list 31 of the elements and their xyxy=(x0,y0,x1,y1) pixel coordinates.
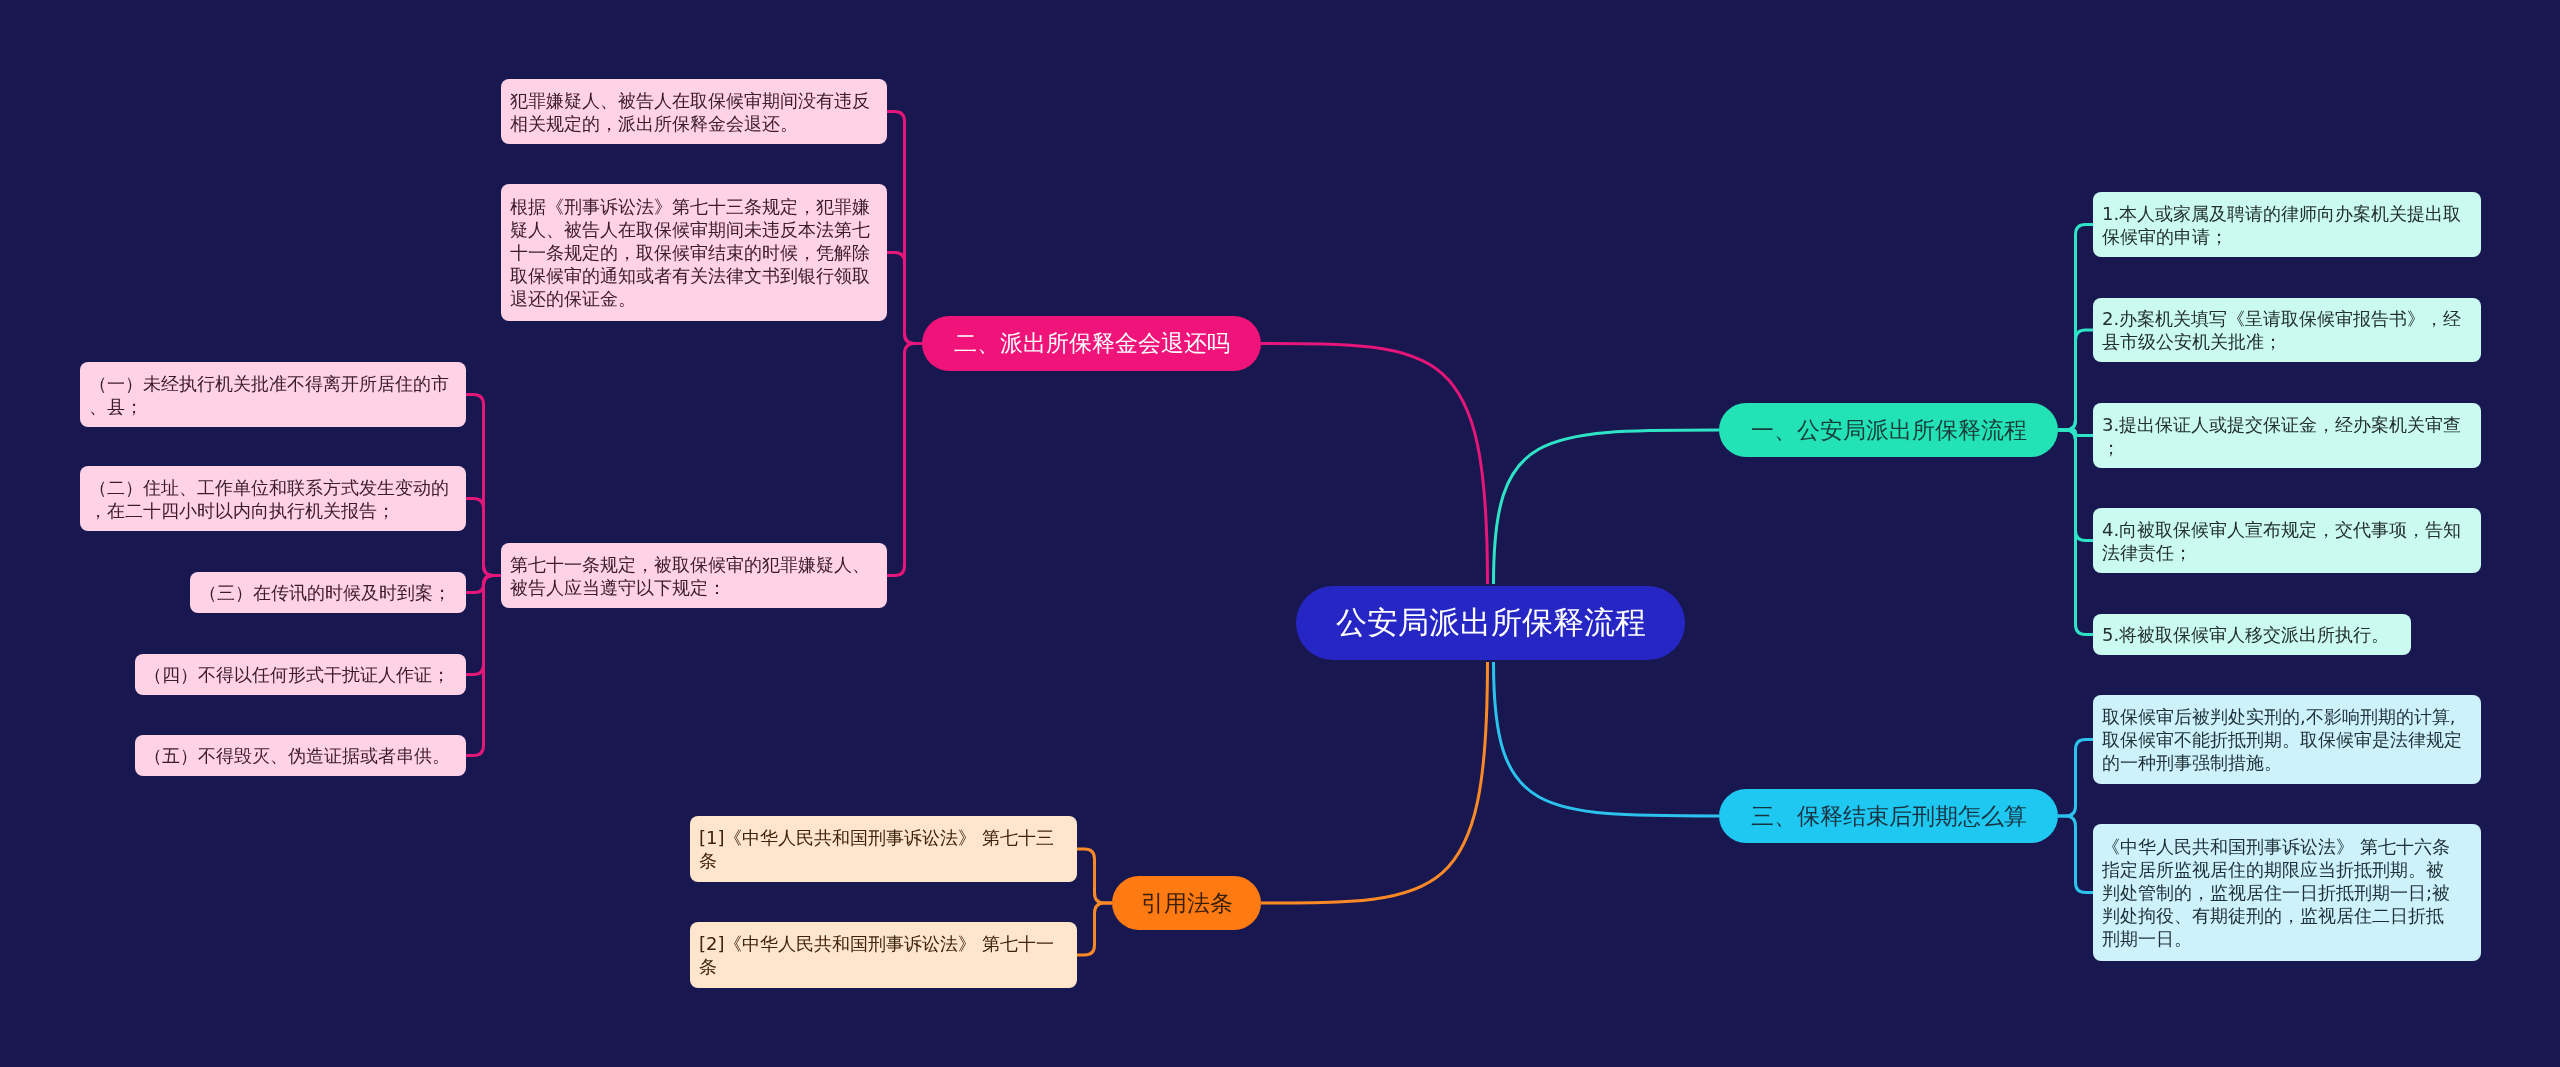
text-box: （五）不得毁灭、伪造证据或者串供。 xyxy=(135,735,466,776)
connector-line xyxy=(1492,661,1719,818)
connector-line xyxy=(1261,342,1489,585)
text-box: 2.办案机关填写《呈请取保候审报告书》，经县市级公安机关批准； xyxy=(2093,298,2481,362)
connector-line xyxy=(466,574,501,757)
text-box: 取保候审后被判处实刑的,不影响刑期的计算,取保候审不能折抵刑期。取保候审是法律规定的一种刑事强制措施。 xyxy=(2093,695,2481,784)
text-box: （二）住址、工作单位和联系方式发生变动的，在二十四小时以内向执行机关报告； xyxy=(80,466,466,531)
topic-pill: 引用法条 xyxy=(1112,876,1261,930)
topic-pill: 三、保释结束后刑期怎么算 xyxy=(1719,789,2058,843)
text-box: （三）在传讯的时候及时到案； xyxy=(190,572,466,613)
text-box: [2]《中华人民共和国刑事诉讼法》 第七十一条 xyxy=(690,922,1077,988)
connector-line xyxy=(1492,428,1719,585)
connector-line xyxy=(887,342,922,577)
connector-line xyxy=(2058,814,2093,894)
text-box: （一）未经执行机关批准不得离开所居住的市、县； xyxy=(80,362,466,427)
text-box: 第七十一条规定，被取保候审的犯罪嫌疑人、被告人应当遵守以下规定： xyxy=(501,543,887,608)
text-box: （四）不得以任何形式干扰证人作证； xyxy=(135,654,466,695)
text-box: 根据《刑事诉讼法》第七十三条规定，犯罪嫌疑人、被告人在取保候审期间未违反本法第七十一条规定的，取保候审结束的时候，凭解除取保候审的通知或者有关法律文书到银行领取退还的保证金。 xyxy=(501,184,887,321)
text-box: 3.提出保证人或提交保证金，经办案机关审查； xyxy=(2093,403,2481,468)
text-box: 5.将被取保候审人移交派出所执行。 xyxy=(2093,614,2411,655)
connector-line xyxy=(1077,901,1112,957)
text-box: [1]《中华人民共和国刑事诉讼法》 第七十三条 xyxy=(690,816,1077,882)
topic-pill: 二、派出所保释金会退还吗 xyxy=(922,316,1261,371)
text-box: 《中华人民共和国刑事诉讼法》 第七十六条指定居所监视居住的期限应当折抵刑期。被判处管制的，监视居住一日折抵刑期一日;被判处拘役、有期徒刑的，监视居住二日折抵刑期一日。 xyxy=(2093,824,2481,961)
text-box: 犯罪嫌疑人、被告人在取保候审期间没有违反相关规定的，派出所保释金会退还。 xyxy=(501,79,887,144)
text-box: 1.本人或家属及聘请的律师向办案机关提出取保候审的申请； xyxy=(2093,192,2481,257)
connector-line xyxy=(2058,428,2093,636)
central-topic: 公安局派出所保释流程 xyxy=(1296,586,1685,660)
text-box: 4.向被取保候审人宣布规定，交代事项，告知法律责任； xyxy=(2093,508,2481,573)
connector-line xyxy=(1261,661,1489,905)
topic-pill: 一、公安局派出所保释流程 xyxy=(1719,403,2058,457)
